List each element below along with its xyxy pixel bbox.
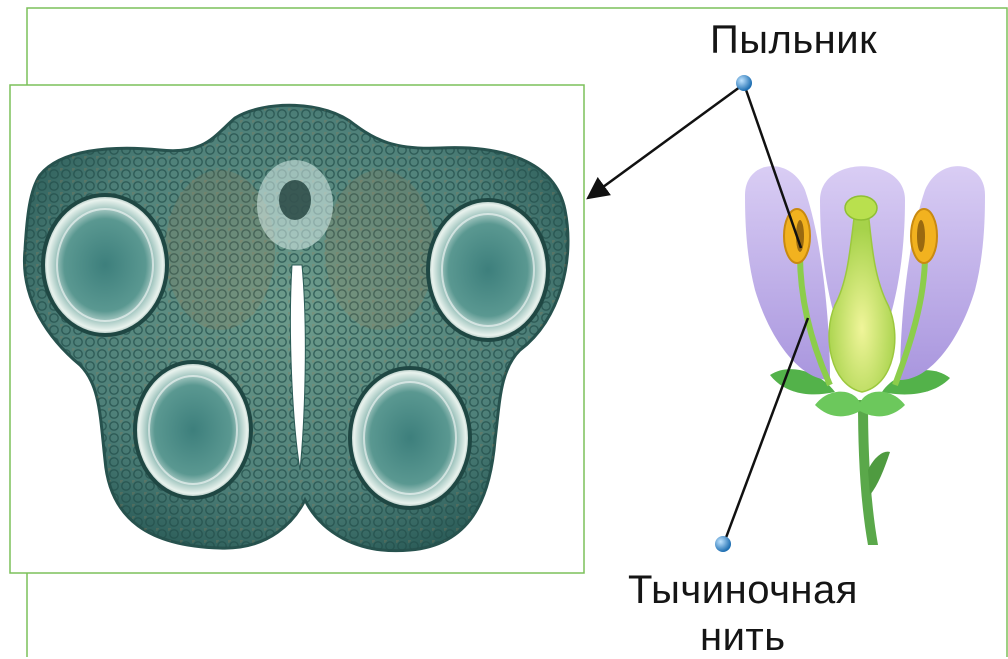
filament-label-line2: нить <box>700 617 786 657</box>
filament-label-line1: Тычиночная <box>628 570 858 610</box>
petal-right <box>900 166 985 380</box>
anther-pointer-dot <box>736 75 752 91</box>
filament-pointer-dot <box>715 536 731 552</box>
filament-pointer <box>715 318 808 552</box>
flower-illustration <box>745 166 985 545</box>
anther-label: Пыльник <box>710 20 877 60</box>
